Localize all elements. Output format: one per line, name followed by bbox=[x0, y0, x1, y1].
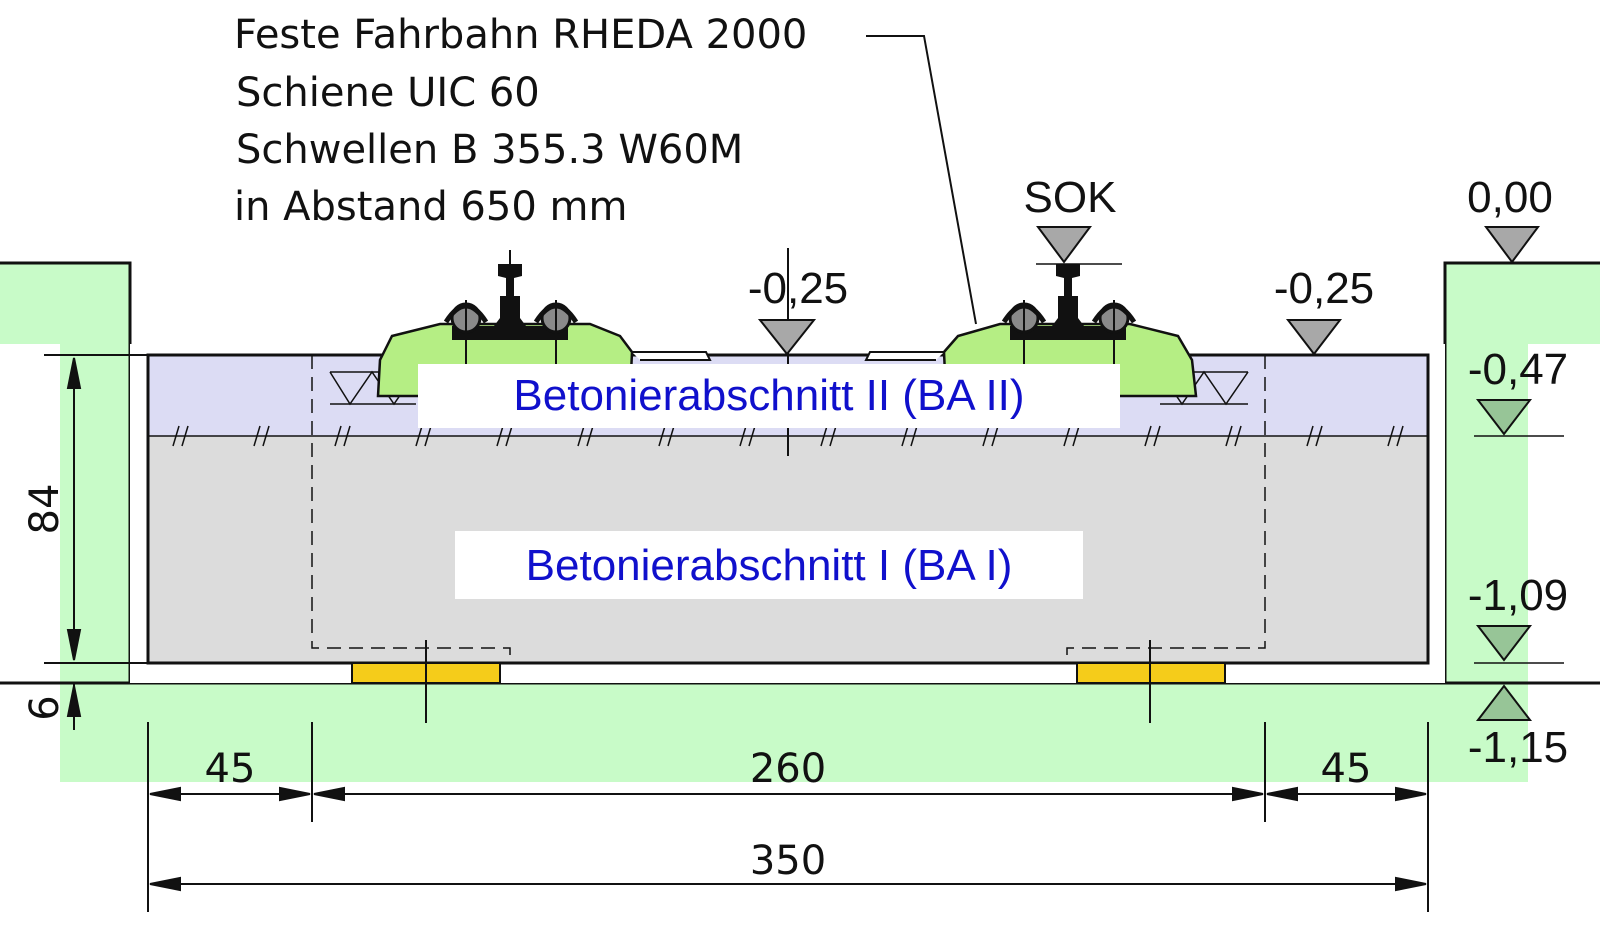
joint-tick bbox=[820, 425, 828, 447]
title-line-3: Schwellen B 355.3 W60M bbox=[236, 127, 743, 173]
joint-tick bbox=[172, 425, 180, 447]
horizontal-dimensions bbox=[147, 722, 1429, 912]
joint-tick bbox=[253, 425, 261, 447]
joint-tick bbox=[415, 425, 423, 447]
joint-tick bbox=[829, 425, 837, 447]
title-line-2: Schiene UIC 60 bbox=[236, 70, 540, 116]
joint-tick bbox=[496, 425, 504, 447]
level-mid-left-marker-icon bbox=[757, 319, 817, 356]
level-109-marker-icon bbox=[1475, 625, 1533, 662]
dim-center: 260 bbox=[750, 746, 826, 792]
level-047: -0,47 bbox=[1468, 345, 1568, 394]
joint-tick bbox=[334, 425, 342, 447]
level-mid-right: -0,25 bbox=[1274, 264, 1374, 313]
title-line-1: Feste Fahrbahn RHEDA 2000 bbox=[234, 12, 807, 58]
ba2-label: Betonierabschnitt II (BA II) bbox=[513, 371, 1024, 420]
level-markers: SOK 0,00 -0,25 -0,25 -0,47 -1,09 -1,15 bbox=[748, 173, 1568, 772]
ba1-label-box bbox=[455, 531, 1083, 599]
dim-height-base: 6 bbox=[22, 695, 68, 720]
joint-tick bbox=[1387, 425, 1395, 447]
joint-tick bbox=[991, 425, 999, 447]
level-115-marker-icon bbox=[1475, 684, 1533, 721]
joint-tick bbox=[1072, 425, 1080, 447]
level-047-marker-icon bbox=[1475, 399, 1533, 436]
joint-tick bbox=[658, 425, 666, 447]
joint-tick bbox=[343, 425, 351, 447]
joint-tick bbox=[1234, 425, 1242, 447]
level-mid-left: -0,25 bbox=[748, 264, 848, 313]
level-mid-right-marker-icon bbox=[1285, 319, 1343, 356]
joint-tick bbox=[424, 425, 432, 447]
dim-total: 350 bbox=[750, 838, 826, 884]
level-109: -1,09 bbox=[1468, 571, 1568, 620]
level-115: -1,15 bbox=[1468, 723, 1568, 772]
ba1-label: Betonierabschnitt I (BA I) bbox=[526, 541, 1013, 590]
joint-tick bbox=[1225, 425, 1233, 447]
level-top-right-marker-icon bbox=[1484, 226, 1540, 264]
joint-tick bbox=[181, 425, 189, 447]
joint-tick bbox=[1315, 425, 1323, 447]
level-top-right: 0,00 bbox=[1467, 173, 1553, 222]
joint-tick bbox=[748, 425, 756, 447]
joint-tick bbox=[577, 425, 585, 447]
joint-tick bbox=[667, 425, 675, 447]
joint-tick bbox=[901, 425, 909, 447]
joint-tick bbox=[505, 425, 513, 447]
title-line-4: in Abstand 650 mm bbox=[234, 184, 627, 230]
joint-tick bbox=[1144, 425, 1152, 447]
dim-height-main: 84 bbox=[22, 484, 68, 535]
joint-tick bbox=[262, 425, 270, 447]
joint-tick bbox=[910, 425, 918, 447]
joint-tick bbox=[1153, 425, 1161, 447]
joint-tick bbox=[739, 425, 747, 447]
joint-tick bbox=[1063, 425, 1071, 447]
joint-tick bbox=[1306, 425, 1314, 447]
title-block: Feste Fahrbahn RHEDA 2000 Schiene UIC 60… bbox=[234, 12, 807, 230]
dim-right-edge: 45 bbox=[1321, 746, 1372, 792]
joint-tick bbox=[1396, 425, 1404, 447]
joint-tick bbox=[586, 425, 594, 447]
vertical-dimensions bbox=[44, 354, 150, 730]
joint-tick bbox=[982, 425, 990, 447]
sok-label: SOK bbox=[1024, 173, 1117, 222]
ba2-label-box bbox=[418, 364, 1120, 428]
dim-left-edge: 45 bbox=[205, 746, 256, 792]
sok-marker-icon bbox=[1036, 226, 1092, 264]
title-leader-line bbox=[866, 35, 977, 325]
